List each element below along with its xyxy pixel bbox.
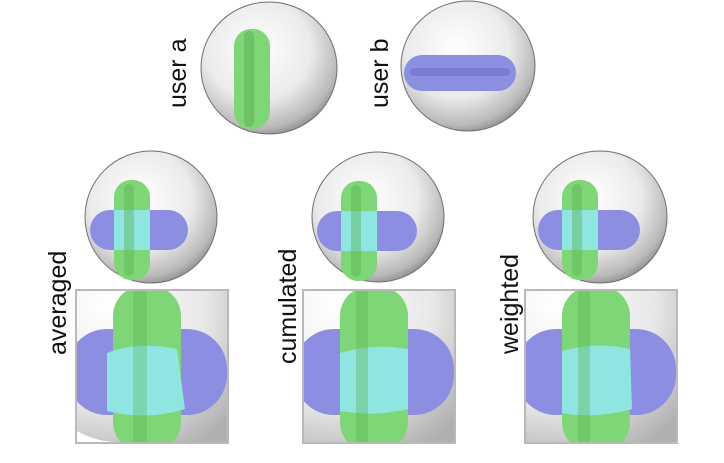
sphere-user-b: [400, 0, 536, 132]
label-weighted: weighted: [496, 253, 524, 354]
sphere-averaged: [84, 150, 218, 284]
zoom-weighted: [524, 289, 678, 444]
label-user-a: user a: [164, 38, 192, 108]
zoom-averaged: [75, 289, 229, 444]
sphere-user-a: [200, 1, 338, 135]
sphere-weighted: [532, 150, 668, 284]
sphere-cumulated: [311, 151, 445, 283]
label-averaged: averaged: [44, 250, 72, 355]
label-cumulated: cumulated: [274, 248, 302, 364]
zoom-cumulated: [302, 289, 456, 444]
label-user-b: user b: [366, 38, 394, 108]
